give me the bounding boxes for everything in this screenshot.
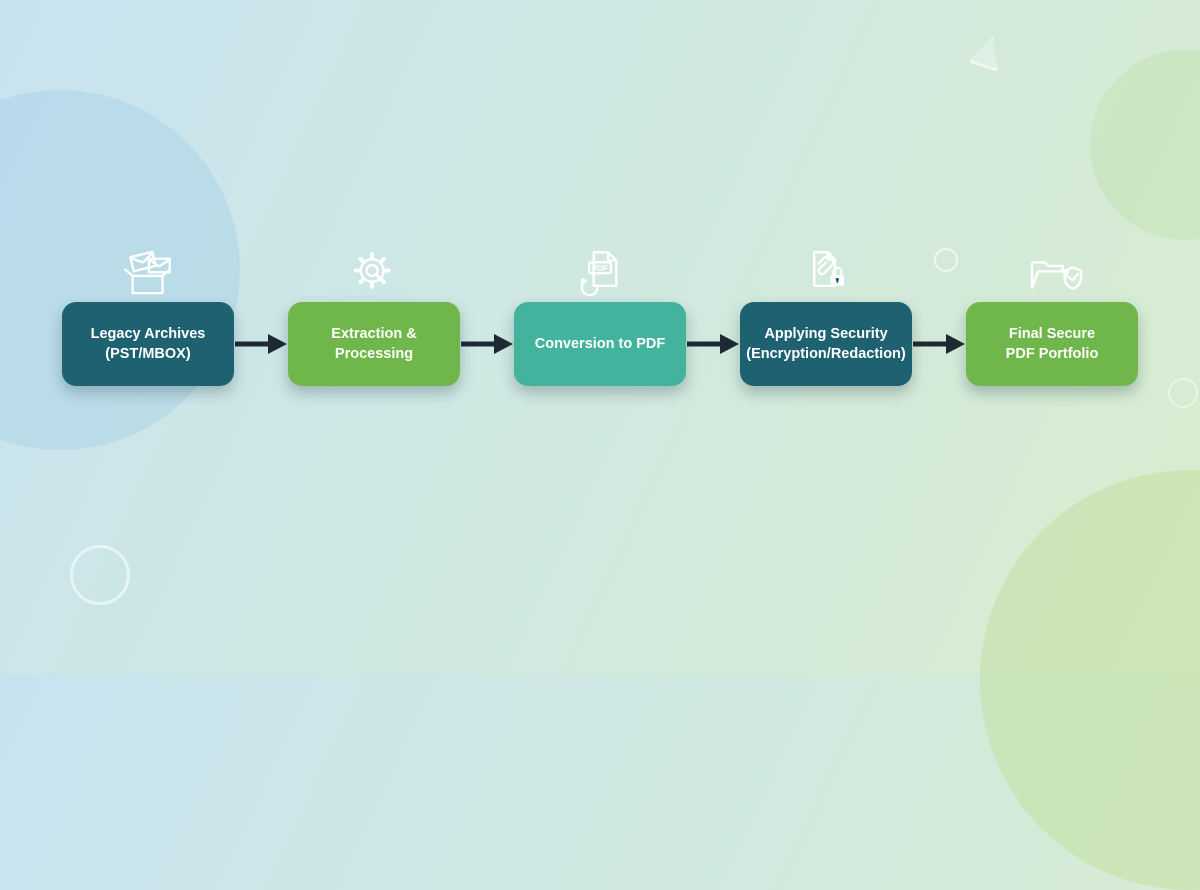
step-label-line1: Conversion to PDF bbox=[534, 336, 666, 352]
step-extraction-processing: Extraction & Processing bbox=[288, 246, 460, 386]
arrow-right-icon bbox=[913, 334, 965, 354]
step-box-4: Applying Security (Encryption/Redaction) bbox=[740, 302, 912, 386]
flow-arrow-1 bbox=[234, 333, 288, 355]
step-label-line2: PDF Portfolio bbox=[1005, 346, 1099, 362]
pdf-document-icon: PDF bbox=[571, 246, 629, 304]
step-label-line1: Final Secure bbox=[1008, 326, 1096, 342]
decor-circle-top-right bbox=[1090, 50, 1200, 240]
decor-triangle-top-right bbox=[968, 32, 1008, 72]
step-legacy-archives: Legacy Archives (PST/MBOX) bbox=[62, 246, 234, 386]
mail-archive-icon bbox=[119, 246, 177, 304]
folder-shield-icon bbox=[1021, 246, 1083, 304]
document-lock-icon bbox=[797, 246, 855, 304]
step-label-line1: Legacy Archives bbox=[90, 326, 206, 342]
workflow-diagram: Legacy Archives (PST/MBOX) bbox=[62, 246, 1138, 386]
step-box-5: Final Secure PDF Portfolio bbox=[966, 302, 1138, 386]
svg-text:PDF: PDF bbox=[592, 264, 608, 273]
step-label-line2: (PST/MBOX) bbox=[105, 346, 191, 362]
step-applying-security: Applying Security (Encryption/Redaction) bbox=[740, 246, 912, 386]
step-box-1: Legacy Archives (PST/MBOX) bbox=[62, 302, 234, 386]
arrow-right-icon bbox=[235, 334, 287, 354]
step-label-line1: Extraction & bbox=[331, 326, 417, 342]
gear-search-icon bbox=[345, 246, 403, 304]
step-box-2: Extraction & Processing bbox=[288, 302, 460, 386]
step-conversion-pdf: PDF Conversion to PDF bbox=[514, 246, 686, 386]
flow-arrow-3 bbox=[686, 333, 740, 355]
arrow-right-icon bbox=[687, 334, 739, 354]
decor-circle-bottom-right bbox=[980, 470, 1200, 890]
arrow-right-icon bbox=[461, 334, 513, 354]
step-label-line1: Applying Security bbox=[764, 326, 888, 342]
step-label-line2: (Encryption/Redaction) bbox=[746, 346, 906, 362]
flow-arrow-4 bbox=[912, 333, 966, 355]
step-box-3: Conversion to PDF bbox=[514, 302, 686, 386]
decor-ring-bottom-left bbox=[70, 545, 130, 605]
step-label-line2: Processing bbox=[334, 346, 414, 362]
flow-arrow-2 bbox=[460, 333, 514, 355]
decor-ring-right bbox=[1168, 378, 1198, 408]
step-final-portfolio: Final Secure PDF Portfolio bbox=[966, 246, 1138, 386]
